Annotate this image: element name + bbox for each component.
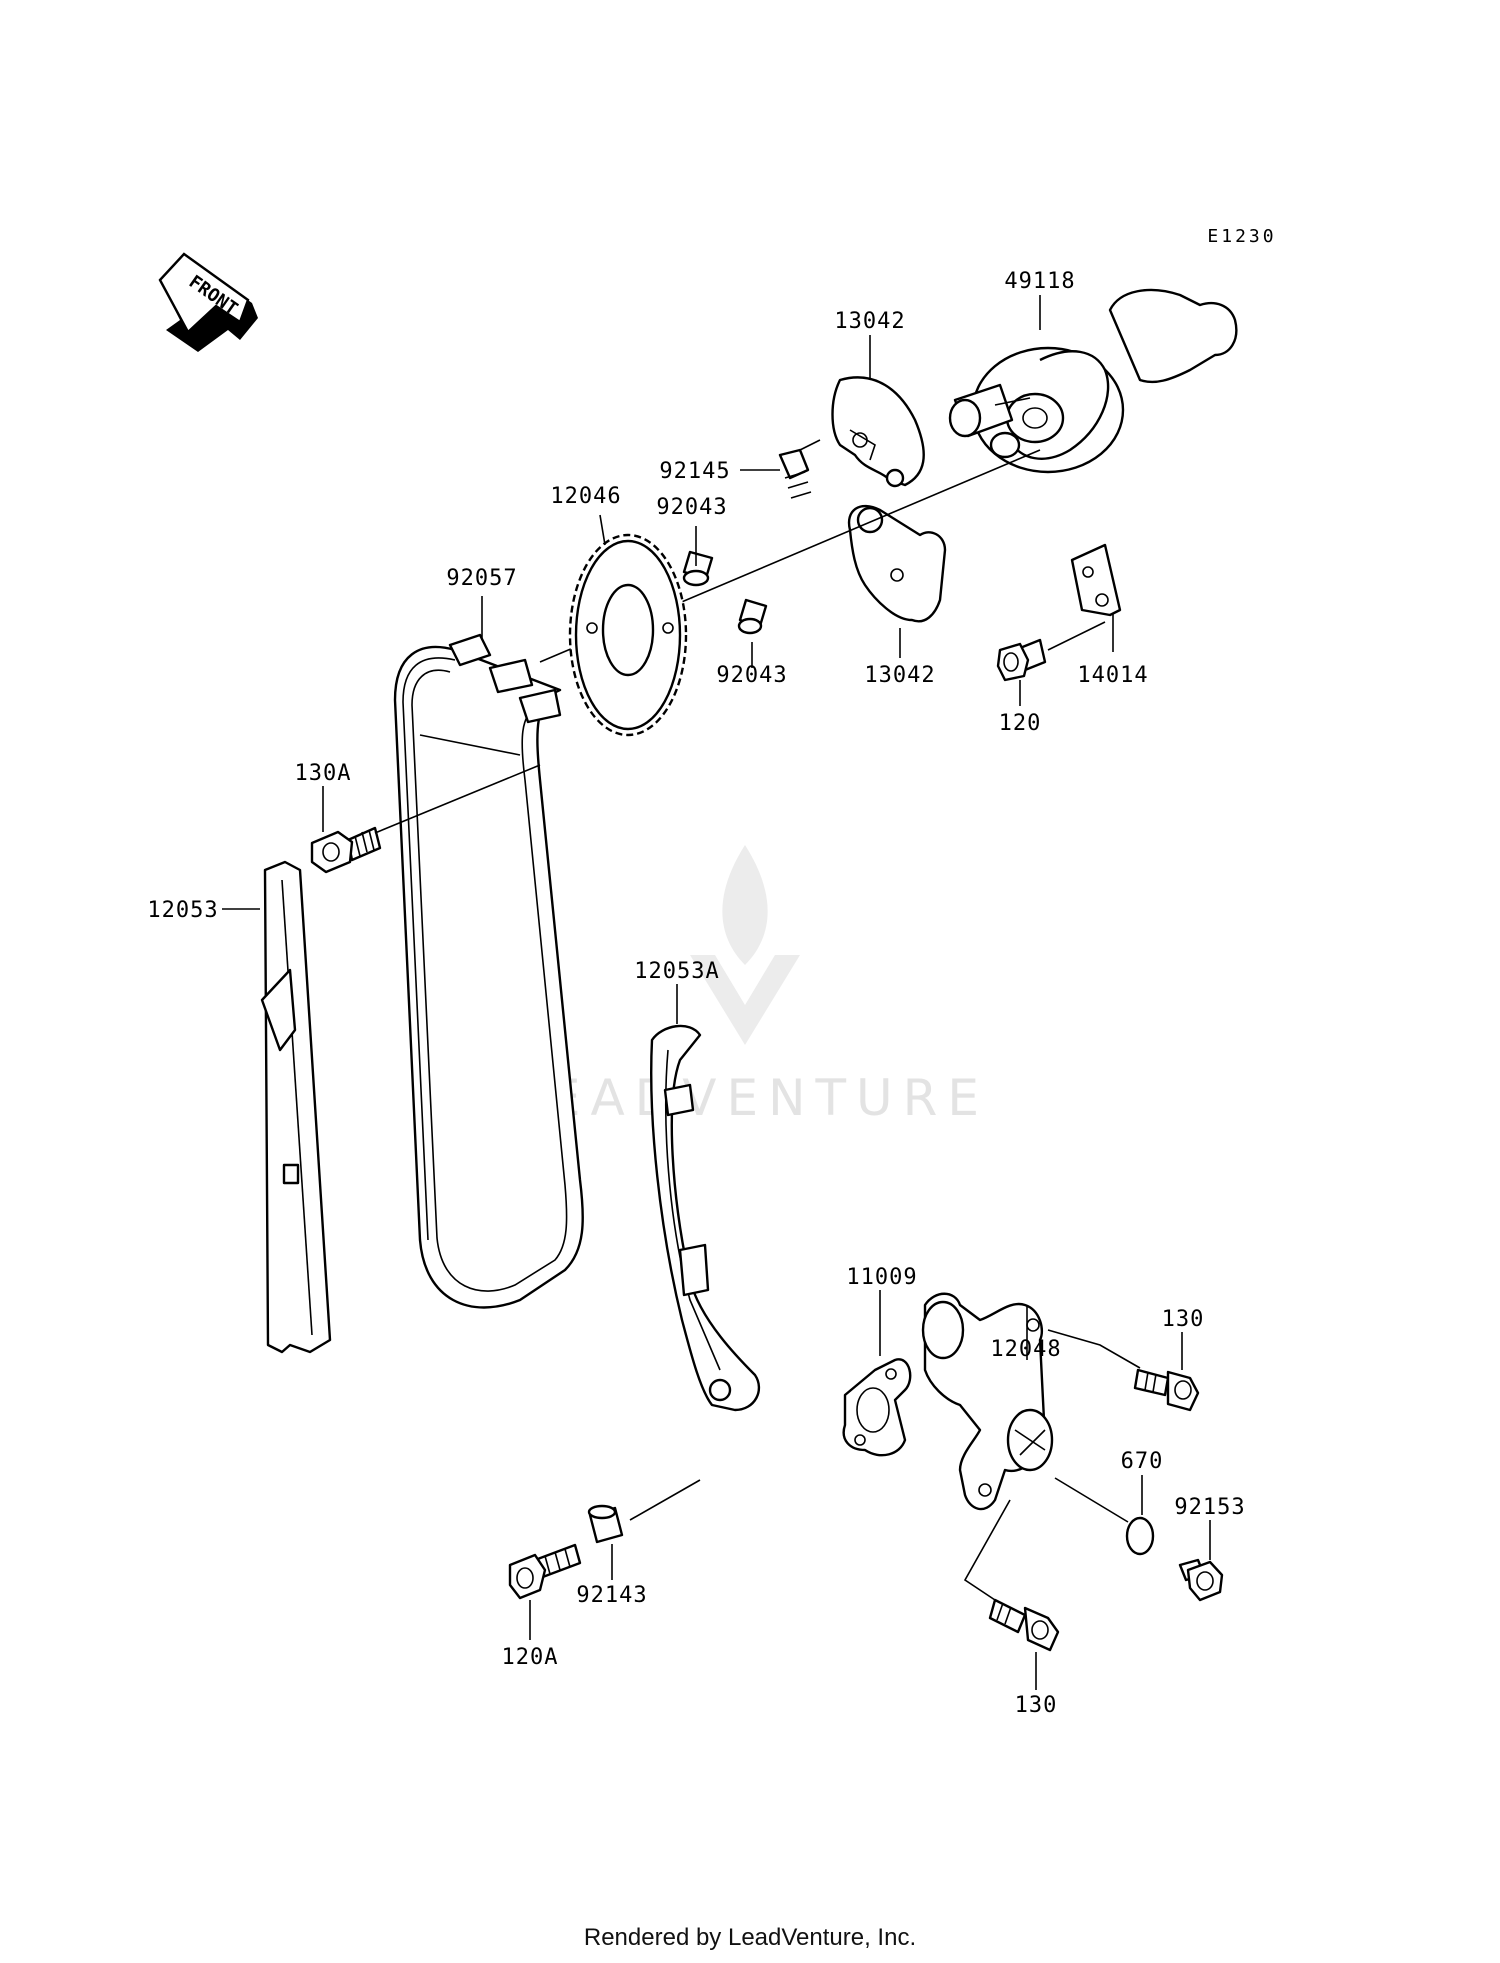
callout-13042-lower: 13042 [864, 663, 935, 688]
callout-12046: 12046 [550, 484, 621, 509]
bolt-120a [508, 1543, 582, 1600]
collar-92143 [587, 1504, 624, 1544]
bolt-130a [310, 826, 382, 874]
callout-92057: 92057 [446, 566, 517, 591]
callout-labels: 49118 13042 92145 12046 92043 92057 9204… [147, 269, 1245, 1718]
plate-14014 [1070, 543, 1122, 617]
callout-130a: 130A [295, 761, 352, 786]
leader-lines [222, 295, 1211, 1690]
footer-credit: Rendered by LeadVenture, Inc. [583, 1924, 917, 1951]
bolt-92153 [1178, 1558, 1224, 1602]
o-ring-670 [1125, 1516, 1155, 1556]
chain-tensioner-12048 [921, 1292, 1054, 1511]
bolt-130-lower [988, 1598, 1060, 1652]
callout-11009: 11009 [846, 1265, 917, 1290]
callout-92143: 92143 [576, 1583, 647, 1608]
callout-670: 670 [1121, 1449, 1164, 1474]
callout-120: 120 [999, 711, 1042, 736]
callout-92145: 92145 [659, 459, 730, 484]
cam-sprocket [568, 533, 688, 737]
spring-92145 [778, 439, 821, 499]
cam-chain [393, 633, 584, 1309]
callout-13042-upper: 13042 [834, 309, 905, 334]
callout-12053a: 12053A [634, 959, 719, 984]
camshaft [948, 288, 1238, 474]
decompression-weight-upper [831, 376, 925, 488]
callout-92043-upper: 92043 [656, 495, 727, 520]
decompression-weight-lower [847, 504, 947, 623]
knock-pin-lower [737, 598, 768, 635]
gasket-11009 [842, 1358, 912, 1457]
front-arrow-icon: FRONT [158, 252, 258, 352]
callout-12053: 12053 [147, 898, 218, 923]
watermark: LEADVENTURE [511, 845, 989, 1127]
callout-130-upper: 130 [1162, 1307, 1205, 1332]
callout-130-lower: 130 [1015, 1693, 1058, 1718]
callout-49118: 49118 [1004, 269, 1075, 294]
bolt-130-upper [1133, 1368, 1200, 1412]
chain-guide-12053 [260, 860, 332, 1354]
sheet-code: E1230 [1207, 226, 1276, 247]
callout-92153: 92153 [1174, 1495, 1245, 1520]
callout-92043-lower: 92043 [716, 663, 787, 688]
callout-120a: 120A [502, 1645, 559, 1670]
callout-12048: 12048 [990, 1337, 1061, 1362]
knock-pin-upper [682, 550, 714, 587]
callout-14014: 14014 [1077, 663, 1148, 688]
bolt-120 [996, 638, 1047, 682]
chain-guide-12053a [650, 1024, 761, 1412]
watermark-text: LEADVENTURE [511, 1069, 989, 1127]
